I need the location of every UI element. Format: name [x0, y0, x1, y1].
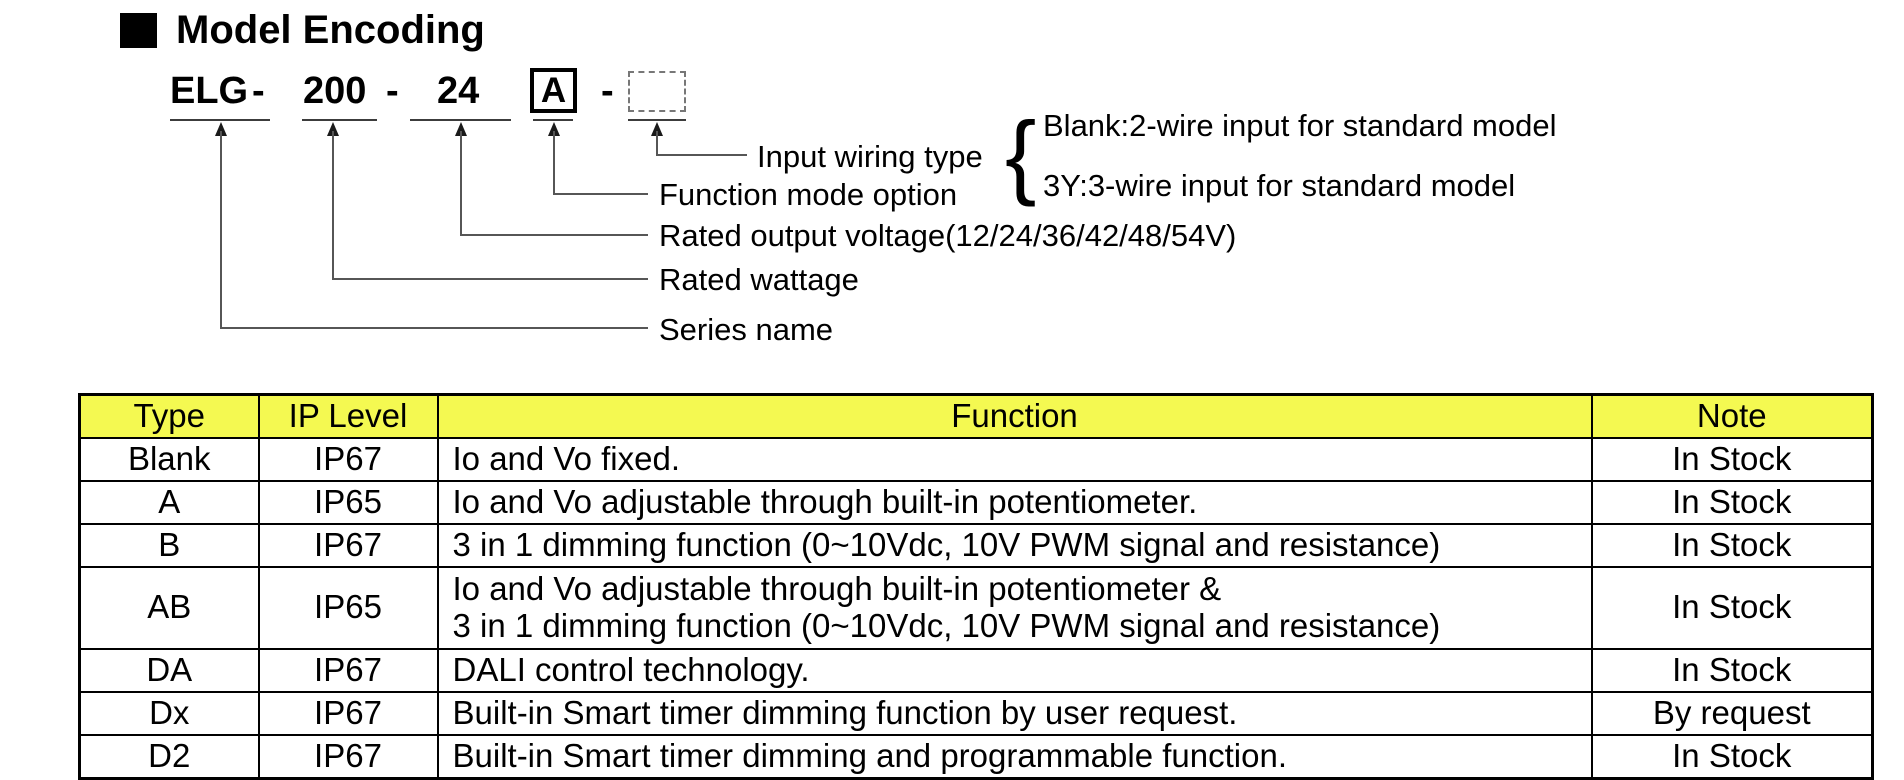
function-line-1: Io and Vo adjustable through built-in po… — [452, 569, 1222, 607]
leader-line-wattage — [332, 131, 334, 280]
wiring-option-3y: 3Y:3-wire input for standard model — [1043, 168, 1516, 203]
label-wattage: Rated wattage — [659, 262, 859, 297]
ip-cell: IP65 — [257, 565, 439, 650]
col-header-ip-level: IP Level — [257, 393, 439, 439]
note-cell: By request — [1590, 690, 1874, 736]
model-separator: - — [252, 70, 265, 112]
label-input-wiring: Input wiring type — [757, 139, 983, 174]
underline-input-wiring — [628, 119, 686, 121]
leader-line-series — [220, 131, 222, 329]
note-cell: In Stock — [1590, 479, 1874, 525]
note-cell: In Stock — [1590, 436, 1874, 482]
leader-line-function-mode — [553, 193, 648, 195]
note-cell: In Stock — [1590, 522, 1874, 568]
leader-line-input-wiring — [656, 154, 747, 156]
function-cell: 3 in 1 dimming function (0~10Vdc, 10V PW… — [436, 522, 1593, 568]
function-cell: Io and Vo adjustable through built-in po… — [436, 565, 1593, 650]
label-voltage: Rated output voltage(12/24/36/42/48/54V) — [659, 218, 1237, 253]
type-cell: Dx — [78, 690, 260, 736]
arrow-up-icon — [327, 122, 339, 136]
leader-line-function-mode — [553, 131, 555, 195]
model-segment-wattage: 200 — [303, 70, 367, 112]
table-row: Blank IP67 Io and Vo fixed. In Stock — [78, 436, 1874, 482]
curly-brace: { — [1005, 102, 1037, 207]
model-segment-voltage: 24 — [437, 70, 480, 112]
function-line-2: 3 in 1 dimming function (0~10Vdc, 10V PW… — [452, 606, 1441, 644]
function-cell: Io and Vo adjustable through built-in po… — [436, 479, 1593, 525]
function-cell: Built-in Smart timer dimming function by… — [436, 690, 1593, 736]
note-cell: In Stock — [1590, 733, 1874, 780]
underline-wattage — [302, 119, 377, 121]
model-segment-series: ELG — [170, 70, 249, 112]
label-function-mode: Function mode option — [659, 177, 958, 212]
ip-cell: IP67 — [257, 522, 439, 568]
function-cell: DALI control technology. — [436, 647, 1593, 693]
arrow-up-icon — [455, 122, 467, 136]
leader-line-voltage — [460, 234, 648, 236]
model-separator: - — [601, 70, 614, 112]
note-cell: In Stock — [1590, 565, 1874, 650]
type-cell: D2 — [78, 733, 260, 780]
arrow-up-icon — [548, 122, 560, 136]
type-cell: AB — [78, 565, 260, 650]
ip-cell: IP67 — [257, 690, 439, 736]
note-cell: In Stock — [1590, 647, 1874, 693]
model-option-table: Type IP Level Function Note Blank IP67 I… — [78, 393, 1874, 780]
type-cell: Blank — [78, 436, 260, 482]
label-series: Series name — [659, 312, 834, 347]
input-wiring-placeholder-box — [628, 71, 686, 112]
table-row: Dx IP67 Built-in Smart timer dimming fun… — [78, 690, 1874, 736]
col-header-function: Function — [436, 393, 1593, 439]
model-separator: - — [386, 70, 399, 112]
function-cell: Io and Vo fixed. — [436, 436, 1593, 482]
type-cell: B — [78, 522, 260, 568]
ip-cell: IP67 — [257, 436, 439, 482]
arrow-up-icon — [651, 122, 663, 136]
table-row: AB IP65 Io and Vo adjustable through bui… — [78, 565, 1874, 650]
table-row: A IP65 Io and Vo adjustable through buil… — [78, 479, 1874, 525]
underline-series — [170, 119, 270, 121]
table-row: DA IP67 DALI control technology. In Stoc… — [78, 647, 1874, 693]
col-header-type: Type — [78, 393, 260, 439]
function-cell: Built-in Smart timer dimming and program… — [436, 733, 1593, 780]
arrow-up-icon — [215, 122, 227, 136]
ip-cell: IP67 — [257, 733, 439, 780]
underline-voltage — [410, 119, 511, 121]
page-title: Model Encoding — [176, 8, 485, 52]
ip-cell: IP65 — [257, 479, 439, 525]
table-row: D2 IP67 Built-in Smart timer dimming and… — [78, 733, 1874, 780]
ip-cell: IP67 — [257, 647, 439, 693]
section-bullet-icon — [120, 13, 157, 48]
col-header-note: Note — [1590, 393, 1874, 439]
leader-line-series — [220, 327, 648, 329]
leader-line-input-wiring — [656, 131, 658, 156]
wiring-option-blank: Blank:2-wire input for standard model — [1043, 108, 1557, 143]
type-cell: A — [78, 479, 260, 525]
type-cell: DA — [78, 647, 260, 693]
function-mode-box: A — [530, 68, 577, 113]
underline-function-mode — [533, 119, 573, 121]
leader-line-voltage — [460, 131, 462, 236]
table-header-row: Type IP Level Function Note — [78, 393, 1874, 439]
leader-line-wattage — [332, 278, 648, 280]
table-row: B IP67 3 in 1 dimming function (0~10Vdc,… — [78, 522, 1874, 568]
